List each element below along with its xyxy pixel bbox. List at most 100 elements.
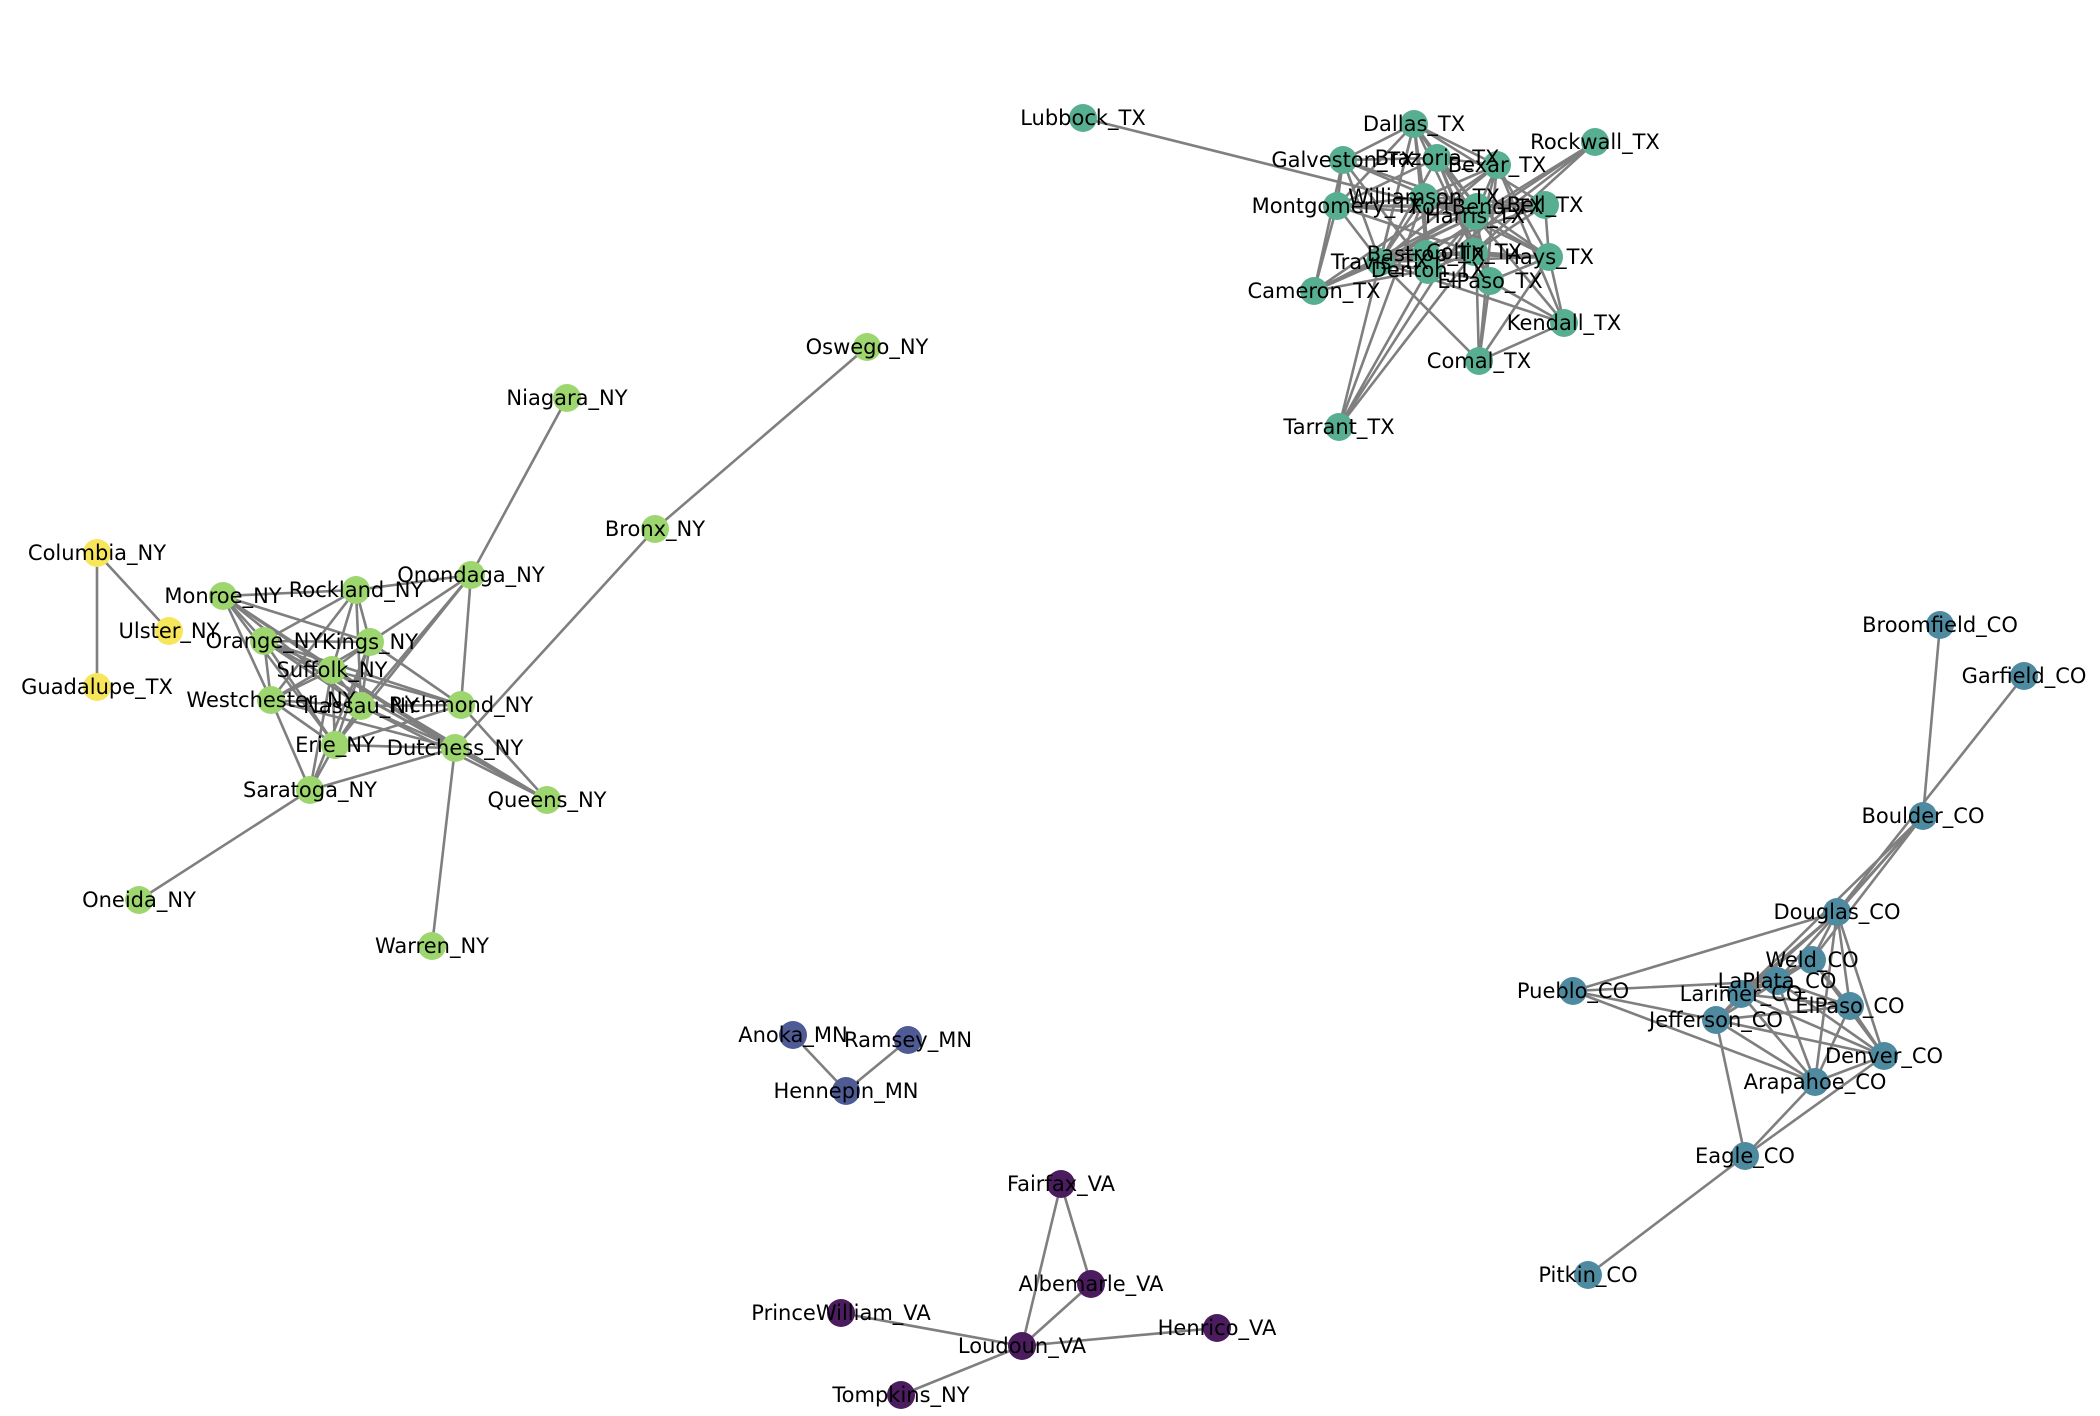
node-Rockland_NY[interactable] xyxy=(342,576,370,604)
node-label-Brazoria_TX: Brazoria_TX xyxy=(1375,146,1500,171)
node-Anoka_MN[interactable] xyxy=(779,1021,807,1049)
node-Fairfax_VA[interactable] xyxy=(1047,1170,1075,1198)
node-Niagara_NY[interactable] xyxy=(553,384,581,412)
edge-Monroe_NY-Kings_NY xyxy=(221,594,372,644)
node-Kings_NY[interactable] xyxy=(356,628,384,656)
node-Bronx_NY[interactable] xyxy=(641,515,669,543)
node-label-Orange_NY: Orange_NY xyxy=(206,629,323,654)
node-Comal_TX[interactable] xyxy=(1465,347,1493,375)
node-Collin_TX[interactable] xyxy=(1460,238,1488,266)
node-Harris_TX[interactable] xyxy=(1461,202,1489,230)
node-Onondaga_NY[interactable] xyxy=(457,561,485,589)
edge-Boulder_CO-Weld_CO xyxy=(1810,814,1925,962)
node-Williamson_TX[interactable] xyxy=(1410,183,1438,211)
node-Westchester_NY[interactable] xyxy=(257,686,285,714)
node-label-Denver_CO: Denver_CO xyxy=(1825,1044,1943,1069)
node-Arapahoe_CO[interactable] xyxy=(1801,1068,1829,1096)
node-Nassau_NY[interactable] xyxy=(347,692,375,720)
edge-Denver_CO-Eagle_CO xyxy=(1743,1054,1886,1158)
node-Hennepin_MN[interactable] xyxy=(832,1077,860,1105)
node-label-Bastrop_TX: Bastrop_TX xyxy=(1367,242,1486,267)
node-label-Suffolk_NY: Suffolk_NY xyxy=(277,658,388,683)
node-Eagle_CO[interactable] xyxy=(1731,1142,1759,1170)
node-Monroe_NY[interactable] xyxy=(209,582,237,610)
node-Montgomery_TX[interactable] xyxy=(1323,192,1351,220)
edge-Comal_TX-Kendall_TX xyxy=(1477,321,1566,363)
node-Dutchess_NY[interactable] xyxy=(441,734,469,762)
node-Pueblo_CO[interactable] xyxy=(1559,977,1587,1005)
node-Travis_TX[interactable] xyxy=(1366,248,1394,276)
node-Broomfield_CO[interactable] xyxy=(1926,611,1954,639)
node-Ramsey_MN[interactable] xyxy=(894,1026,922,1054)
node-label-Anoka_MN: Anoka_MN xyxy=(738,1023,848,1048)
edge-Dallas_TX-Bexar_TX xyxy=(1412,122,1499,167)
node-label-Galveston_TX: Galveston_TX xyxy=(1271,148,1414,173)
node-label-Williamson_TX: Williamson_TX xyxy=(1348,185,1500,210)
node-Galveston_TX[interactable] xyxy=(1329,146,1357,174)
node-label-Hennepin_MN: Hennepin_MN xyxy=(773,1079,918,1104)
node-Columbia_NY[interactable] xyxy=(83,539,111,567)
node-label-Richmond_NY: Richmond_NY xyxy=(389,693,533,718)
node-Tompkins_NY[interactable] xyxy=(887,1381,915,1409)
node-Warren_NY[interactable] xyxy=(418,932,446,960)
edge-Oswego_NY-Bronx_NY xyxy=(653,345,869,531)
node-label-Weld_CO: Weld_CO xyxy=(1765,948,1858,973)
node-label-Queens_NY: Queens_NY xyxy=(488,788,607,813)
node-Ulster_NY[interactable] xyxy=(155,617,183,645)
node-Hays_TX[interactable] xyxy=(1535,243,1563,271)
node-Lubbock_TX[interactable] xyxy=(1069,104,1097,132)
edge-Jefferson_CO-Denver_CO xyxy=(1714,1018,1886,1058)
node-label-Westchester_NY: Westchester_NY xyxy=(186,688,355,713)
edge-Jefferson_CO-Eagle_CO xyxy=(1714,1018,1747,1158)
node-label-Onondaga_NY: Onondaga_NY xyxy=(397,563,545,588)
node-Oneida_NY[interactable] xyxy=(125,886,153,914)
edge-Broomfield_CO-Boulder_CO xyxy=(1921,623,1942,818)
node-Cameron_TX[interactable] xyxy=(1300,277,1328,305)
node-Richmond_NY[interactable] xyxy=(447,691,475,719)
node-label-Loudoun_VA: Loudoun_VA xyxy=(958,1334,1087,1359)
node-Guadalupe_TX[interactable] xyxy=(83,673,111,701)
node-Erie_NY[interactable] xyxy=(321,731,349,759)
node-Loudoun_VA[interactable] xyxy=(1008,1332,1036,1360)
node-Albemarle_VA[interactable] xyxy=(1077,1270,1105,1298)
node-ElPaso_CO[interactable] xyxy=(1836,992,1864,1020)
node-Douglas_CO[interactable] xyxy=(1823,898,1851,926)
edge-Westchester_NY-Dutchess_NY xyxy=(269,698,457,750)
node-Larimer_CO[interactable] xyxy=(1727,980,1755,1008)
node-Kendall_TX[interactable] xyxy=(1550,309,1578,337)
node-Suffolk_NY[interactable] xyxy=(318,656,346,684)
node-Rockwall_TX[interactable] xyxy=(1581,128,1609,156)
node-label-FortBend_TX: FortBend_TX xyxy=(1411,195,1544,220)
node-Tarrant_TX[interactable] xyxy=(1325,413,1353,441)
edge-Rockland_NY-Onondaga_NY xyxy=(354,573,473,592)
node-label-Rockland_NY: Rockland_NY xyxy=(289,578,424,603)
edge-Onondaga_NY-Richmond_NY xyxy=(459,573,473,707)
node-Jefferson_CO[interactable] xyxy=(1702,1006,1730,1034)
node-label-LaPlata_CO: LaPlata_CO xyxy=(1718,969,1837,994)
edge-Rockland_NY-Orange_NY xyxy=(262,588,358,643)
node-Garfield_CO[interactable] xyxy=(2010,662,2038,690)
node-Dallas_TX[interactable] xyxy=(1400,110,1428,138)
node-Oswego_NY[interactable] xyxy=(853,333,881,361)
edge-Dallas_TX-Bell_TX xyxy=(1412,122,1547,207)
node-Saratoga_NY[interactable] xyxy=(296,776,324,804)
node-Denver_CO[interactable] xyxy=(1870,1042,1898,1070)
node-Denton_TX[interactable] xyxy=(1414,256,1442,284)
node-LaPlata_CO[interactable] xyxy=(1763,967,1791,995)
edge-Williamson_TX-Tarrant_TX xyxy=(1337,195,1426,429)
node-Boulder_CO[interactable] xyxy=(1909,802,1937,830)
node-label-Eagle_CO: Eagle_CO xyxy=(1695,1144,1795,1169)
node-Weld_CO[interactable] xyxy=(1798,946,1826,974)
node-Henrico_VA[interactable] xyxy=(1203,1314,1231,1342)
node-Queens_NY[interactable] xyxy=(533,786,561,814)
node-Bell_TX[interactable] xyxy=(1531,191,1559,219)
node-Pitkin_CO[interactable] xyxy=(1574,1261,1602,1289)
node-label-Broomfield_CO: Broomfield_CO xyxy=(1862,613,2018,638)
edge-Saratoga_NY-Oneida_NY xyxy=(137,788,312,902)
node-Brazoria_TX[interactable] xyxy=(1423,144,1451,172)
node-PrinceWilliam_VA[interactable] xyxy=(827,1299,855,1327)
node-Orange_NY[interactable] xyxy=(250,627,278,655)
node-Bexar_TX[interactable] xyxy=(1483,151,1511,179)
node-ElPaso_TX[interactable] xyxy=(1476,267,1504,295)
node-label-Columbia_NY: Columbia_NY xyxy=(28,541,166,566)
